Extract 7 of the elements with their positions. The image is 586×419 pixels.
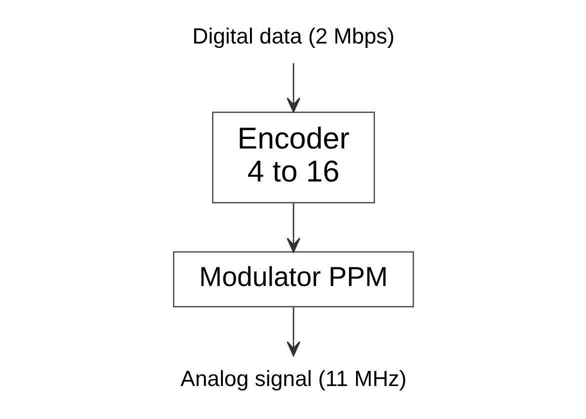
node-text: Analog signal (11 MHz) xyxy=(180,366,406,391)
node-box: Encoder 4 to 16 xyxy=(212,112,374,204)
node-box: Modulator PPM xyxy=(172,251,414,308)
node-text: Digital data (2 Mbps) xyxy=(192,23,394,48)
arrow xyxy=(286,307,300,356)
arrow xyxy=(286,63,300,113)
arrow xyxy=(286,203,300,253)
